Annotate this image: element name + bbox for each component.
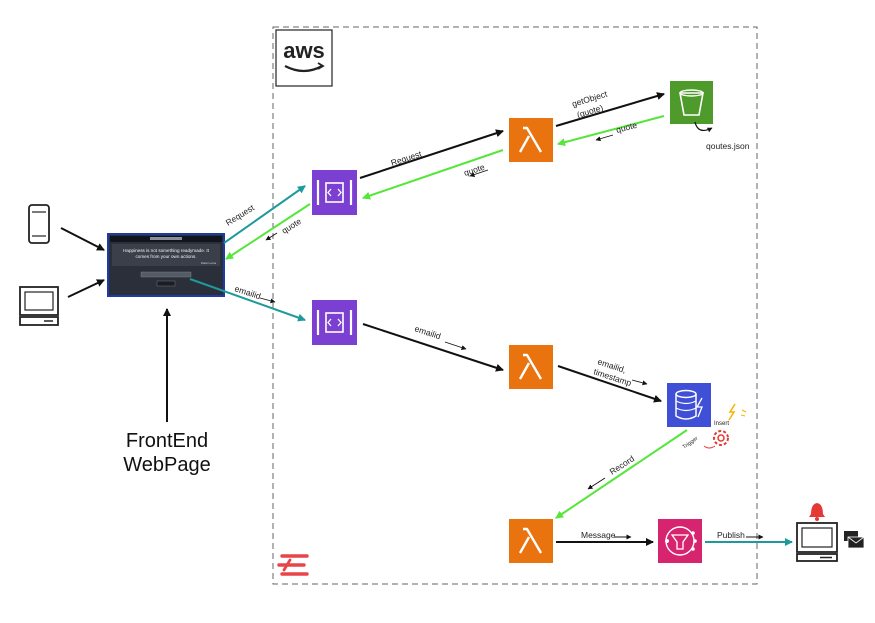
aws-logo-text: aws (283, 38, 325, 63)
phone-to-webpage-arrow (60, 227, 105, 251)
webpage-quote-author: Dalai Lama (201, 261, 217, 265)
aws-cloud-boundary (272, 26, 758, 585)
trigger-label: Trigger (682, 436, 700, 451)
s3-bucket-icon (670, 81, 713, 124)
lambda-function-icon (509, 519, 553, 563)
direction-arrow (631, 379, 648, 386)
frontend-webpage-preview: Happiness is not something readymade. It… (107, 233, 225, 297)
lambda-function-icon (509, 118, 553, 162)
quote-to-api-arrow (362, 149, 504, 200)
desktop-computer-icon (19, 286, 59, 326)
publish-label: Publish (717, 530, 745, 540)
api-gateway-icon (312, 170, 357, 215)
request-to-api-arrow (223, 185, 306, 244)
emailid-to-api-arrow (189, 278, 306, 322)
direction-arrow (469, 169, 489, 177)
webpage-quote-line-1: Happiness is not something readymade. It (123, 248, 210, 253)
gear-icon (713, 430, 729, 446)
frontend-label-line-1: FrontEnd (126, 430, 208, 452)
emailid-label: emailid (413, 323, 442, 341)
direction-arrow (587, 477, 606, 490)
quote-to-webpage-arrow (225, 203, 311, 260)
trigger-arc (703, 445, 716, 449)
direction-arrow (595, 134, 614, 142)
email-icon (844, 531, 865, 549)
bell-icon (809, 503, 825, 521)
lambda-function-icon (509, 345, 553, 389)
webpage-submit-button[interactable] (156, 280, 176, 287)
mobile-phone-icon (28, 204, 50, 244)
direction-arrow (265, 232, 278, 241)
sns-topic-icon (658, 519, 702, 563)
quotes-file-label: qoutes.json (706, 141, 750, 151)
request-label: Request (390, 148, 424, 167)
emailid-to-lambda-arrow (362, 323, 504, 372)
quote-label: quote (280, 216, 304, 236)
frontend-label-line-2: WebPage (123, 454, 210, 476)
webpage-quote-line-2: comes from your own actions. (135, 254, 196, 259)
insert-label: Insert (714, 421, 729, 427)
direction-arrow (444, 341, 467, 350)
desktop-to-webpage-arrow (67, 279, 105, 298)
dynamodb-table-icon (667, 383, 711, 427)
quote-label: quote (463, 162, 487, 178)
getobject-arrow (555, 92, 665, 127)
quote-label: quote (615, 120, 638, 135)
record-arrow (555, 429, 688, 519)
lightning-icon (728, 403, 747, 421)
s3-file-arrow (694, 121, 713, 133)
recipient-computer-icon (796, 522, 838, 562)
aws-logo: aws (275, 29, 333, 87)
message-label: Message (581, 530, 616, 540)
webpage-email-input[interactable] (140, 271, 192, 278)
api-gateway-icon (312, 300, 357, 345)
request-to-lambda-arrow (359, 129, 504, 179)
quote-from-s3-arrow (557, 115, 665, 147)
direction-arrow (259, 297, 276, 304)
brand-logo (277, 554, 309, 576)
emailid-timestamp-arrow (557, 365, 662, 403)
